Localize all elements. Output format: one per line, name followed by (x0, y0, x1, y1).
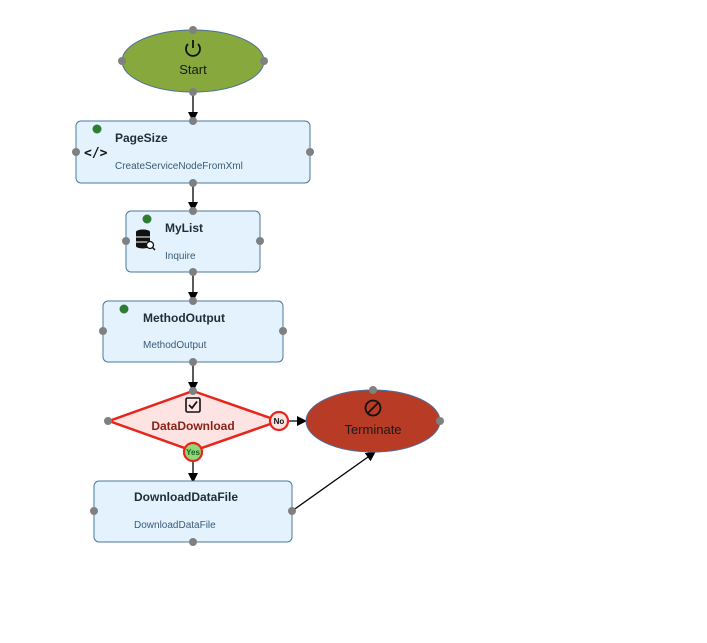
node-title: PageSize (115, 131, 168, 145)
node-subtitle: CreateServiceNodeFromXml (115, 161, 243, 172)
port-right[interactable] (279, 327, 287, 335)
node-downloaddatafile[interactable]: DownloadDataFile DownloadDataFile (90, 480, 296, 546)
port-left[interactable] (72, 148, 80, 156)
port-bottom[interactable] (189, 88, 197, 96)
port-top[interactable] (369, 386, 377, 394)
port-right[interactable] (436, 417, 444, 425)
yes-label: Yes (186, 448, 200, 457)
terminate-node[interactable]: Terminate (305, 386, 444, 453)
port-left[interactable] (122, 237, 130, 245)
port-right[interactable] (260, 57, 268, 65)
node-subtitle: DownloadDataFile (134, 520, 216, 531)
status-dot (142, 214, 152, 224)
edge-download-terminate (291, 451, 376, 512)
node-title: DownloadDataFile (134, 490, 238, 504)
node-title: MyList (165, 221, 203, 235)
port-right[interactable] (256, 237, 264, 245)
port-right[interactable] (306, 148, 314, 156)
port-top[interactable] (189, 117, 197, 125)
port-left[interactable] (104, 417, 112, 425)
port-bottom[interactable] (189, 358, 197, 366)
port-top[interactable] (189, 26, 197, 34)
port-bottom[interactable] (189, 268, 197, 276)
power-icon (185, 40, 201, 57)
node-subtitle: Inquire (165, 251, 196, 262)
status-dot (119, 304, 129, 314)
port-top[interactable] (189, 207, 197, 215)
port-bottom[interactable] (189, 538, 197, 546)
no-branch-badge[interactable]: No (268, 410, 290, 432)
node-pagesize[interactable]: </> PageSize CreateServiceNodeFromXml (72, 117, 314, 187)
node-mylist[interactable]: MyList Inquire (122, 207, 264, 276)
port-left[interactable] (99, 327, 107, 335)
checkbox-icon (185, 397, 201, 413)
port-left[interactable] (118, 57, 126, 65)
node-subtitle: MethodOutput (143, 340, 207, 351)
decision-datadownload[interactable]: DataDownload No Yes (104, 387, 290, 463)
no-label: No (274, 417, 285, 426)
port-right[interactable] (288, 507, 296, 515)
start-label: Start (179, 62, 207, 77)
terminate-label: Terminate (344, 422, 401, 437)
stop-icon (364, 399, 382, 417)
port-left[interactable] (90, 507, 98, 515)
port-top[interactable] (189, 297, 197, 305)
port-bottom[interactable] (189, 179, 197, 187)
code-icon: </> (84, 146, 108, 161)
status-dot (92, 124, 102, 134)
yes-branch-badge[interactable]: Yes (182, 441, 204, 463)
start-node[interactable]: Start (118, 26, 268, 96)
node-title: MethodOutput (143, 311, 225, 325)
node-methodoutput[interactable]: MethodOutput MethodOutput (99, 297, 287, 366)
database-search-icon (136, 229, 156, 251)
decision-label: DataDownload (151, 419, 234, 433)
port-top[interactable] (189, 387, 197, 395)
